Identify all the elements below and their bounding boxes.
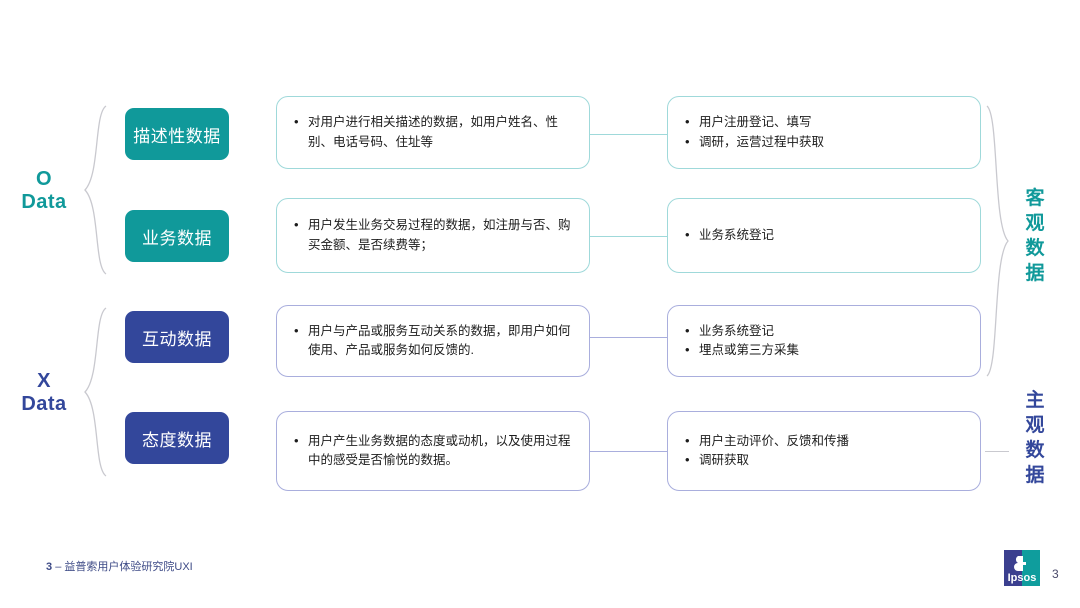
definition-list-interaction: 用户与产品或服务互动关系的数据，即用户如何使用、产品或服务如何反馈的. [291,321,575,361]
ipsos-wordmark: Ipsos [1008,572,1037,584]
ipsos-logo: Ipsos [1001,547,1043,589]
definition-list-business: 用户发生业务交易过程的数据，如注册与否、购买金额、是否续费等； [291,215,575,255]
list-item: 调研获取 [682,450,966,471]
subjective-char-2: 观 [1025,415,1045,437]
list-item: 业务系统登记 [682,321,966,342]
source-box-interaction: 业务系统登记 埋点或第三方采集 [667,305,981,377]
objective-char-4: 据 [1025,263,1045,285]
subjective-char-1: 主 [1025,390,1045,411]
connector-row-4 [590,451,667,452]
vertical-label-subjective: 主 观 数 据 [1020,388,1050,488]
list-item: 业务系统登记 [682,225,966,246]
connector-row-1 [590,134,667,135]
subjective-char-3: 数 [1025,440,1045,462]
objective-char-3: 数 [1025,238,1045,260]
pill-business-data[interactable]: 业务数据 [125,210,229,262]
subjective-rule [985,451,1009,452]
list-item: 用户发生业务交易过程的数据，如注册与否、购买金额、是否续费等； [291,215,575,255]
vertical-label-objective: 客 观 数 据 [1020,186,1050,286]
brace-objective-icon [986,105,1009,377]
footer-label: 益普索用户体验研究院UXI [64,561,193,573]
source-box-business: 业务系统登记 [667,198,981,273]
group-o-line2: Data [21,191,67,213]
group-o-line1: O [35,168,53,190]
list-item: 用户注册登记、填写 [682,112,966,133]
list-item: 用户主动评价、反馈和传播 [682,431,966,452]
group-x-line1: X [37,370,51,392]
footer-separator: – [55,561,62,573]
source-box-descriptive: 用户注册登记、填写 调研，运营过程中获取 [667,96,981,169]
footer-slide-number: 3 [46,561,53,573]
page-number: 3 [1052,567,1059,581]
source-list-descriptive: 用户注册登记、填写 调研，运营过程中获取 [682,112,966,152]
definition-list-attitude: 用户产生业务数据的态度或动机，以及使用过程中的感受是否愉悦的数据。 [291,431,575,471]
objective-char-2: 观 [1025,213,1045,235]
definition-box-interaction: 用户与产品或服务互动关系的数据，即用户如何使用、产品或服务如何反馈的. [276,305,590,377]
pill-attitude-data[interactable]: 态度数据 [125,412,229,464]
definition-box-business: 用户发生业务交易过程的数据，如注册与否、购买金额、是否续费等； [276,198,590,273]
list-item: 调研，运营过程中获取 [682,131,966,152]
brace-x-data-icon [84,307,107,477]
pill-descriptive-data[interactable]: 描述性数据 [125,108,229,160]
group-label-o-data: O Data [4,168,84,214]
source-list-business: 业务系统登记 [682,225,966,246]
pill-interaction-data[interactable]: 互动数据 [125,311,229,363]
brace-o-data-icon [84,105,107,275]
source-list-attitude: 用户主动评价、反馈和传播 调研获取 [682,431,966,471]
definition-list-descriptive: 对用户进行相关描述的数据，如用户姓名、性别、电话号码、住址等 [291,112,575,152]
connector-row-3 [590,337,667,338]
list-item: 对用户进行相关描述的数据，如用户姓名、性别、电话号码、住址等 [291,112,575,152]
group-label-x-data: X Data [4,370,84,416]
connector-row-2 [590,236,667,237]
source-list-interaction: 业务系统登记 埋点或第三方采集 [682,321,966,361]
definition-box-attitude: 用户产生业务数据的态度或动机，以及使用过程中的感受是否愉悦的数据。 [276,411,590,491]
definition-box-descriptive: 对用户进行相关描述的数据，如用户姓名、性别、电话号码、住址等 [276,96,590,169]
list-item: 用户产生业务数据的态度或动机，以及使用过程中的感受是否愉悦的数据。 [291,431,575,471]
subjective-char-4: 据 [1025,465,1045,487]
objective-char-1: 客 [1025,188,1045,209]
ipsos-logo-icon: Ipsos [1002,548,1042,588]
group-x-line2: Data [21,393,67,415]
list-item: 埋点或第三方采集 [682,340,966,361]
footer: 3 – 益普索用户体验研究院UXI [46,558,193,574]
source-box-attitude: 用户主动评价、反馈和传播 调研获取 [667,411,981,491]
list-item: 用户与产品或服务互动关系的数据，即用户如何使用、产品或服务如何反馈的. [291,321,575,361]
